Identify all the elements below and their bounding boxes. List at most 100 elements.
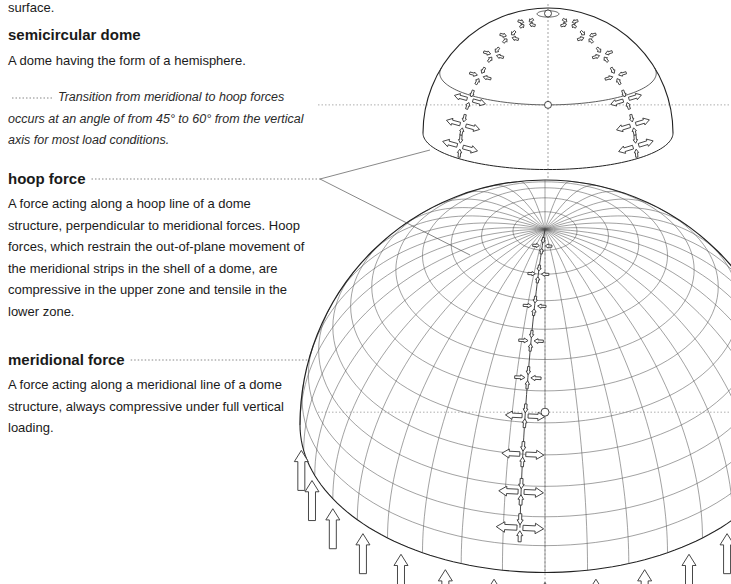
force-arrow xyxy=(634,149,638,157)
force-arrow xyxy=(523,523,544,533)
force-arrow xyxy=(605,51,612,55)
force-arrow xyxy=(528,344,532,352)
force-arrow xyxy=(630,114,634,122)
definition-text: A force acting along a meridional line o… xyxy=(8,374,293,439)
leader-line xyxy=(320,179,470,255)
force-arrow xyxy=(487,579,501,584)
force-arrow xyxy=(572,24,577,28)
hoop-line xyxy=(372,208,718,391)
force-arrow xyxy=(458,135,462,143)
force-arrow xyxy=(592,54,599,58)
meridian-line xyxy=(545,229,629,563)
lower-dome xyxy=(294,180,731,584)
force-arrow xyxy=(462,145,477,153)
crown-ring xyxy=(537,11,559,17)
force-arrow xyxy=(619,72,627,76)
meridian-line xyxy=(545,191,625,229)
force-arrow xyxy=(447,118,461,125)
node-circle xyxy=(545,101,552,108)
force-arrow xyxy=(538,582,552,584)
force-arrow xyxy=(483,51,490,55)
force-arrow xyxy=(626,103,630,110)
force-arrow xyxy=(561,23,567,27)
force-arrow xyxy=(622,90,626,97)
force-arrow xyxy=(523,303,531,307)
force-arrow xyxy=(462,114,466,122)
force-arrow xyxy=(638,139,653,147)
force-arrow xyxy=(535,277,539,283)
force-arrow xyxy=(530,23,536,27)
leader-line xyxy=(131,360,309,361)
meridian-line xyxy=(402,208,545,230)
force-arrow xyxy=(517,514,523,525)
meridian-line xyxy=(423,229,546,552)
force-arrow xyxy=(539,249,543,254)
force-arrow xyxy=(495,47,500,52)
force-arrow xyxy=(617,124,631,132)
force-arrow xyxy=(526,450,544,459)
force-arrow xyxy=(531,375,541,380)
note-text: Transition from meridional to hoop force… xyxy=(8,87,308,152)
force-arrow xyxy=(515,375,525,380)
leader-line xyxy=(92,179,321,180)
force-arrow xyxy=(519,478,525,488)
force-arrow xyxy=(521,442,526,452)
force-arrow xyxy=(617,79,622,85)
force-arrow xyxy=(460,128,464,136)
meridian-line xyxy=(368,216,545,255)
hoop-line xyxy=(351,238,731,423)
term-heading: hoop force xyxy=(8,170,86,188)
transition-line xyxy=(318,104,731,105)
hoop-line xyxy=(319,308,731,487)
meridian-line xyxy=(545,229,731,475)
force-arrow xyxy=(628,93,641,100)
force-arrow xyxy=(518,20,524,24)
force-arrow xyxy=(604,57,609,62)
meridian-line xyxy=(545,229,668,552)
force-arrow xyxy=(517,531,523,542)
meridian-line xyxy=(315,229,545,475)
force-arrow xyxy=(523,404,528,413)
force-arrow xyxy=(619,145,634,153)
force-arrow xyxy=(457,149,461,157)
force-arrow xyxy=(465,124,479,131)
force-arrow xyxy=(611,99,624,106)
force-arrow xyxy=(502,39,507,43)
force-arrow xyxy=(438,570,452,584)
force-arrow xyxy=(532,309,536,316)
hoop-line xyxy=(423,182,668,329)
force-arrow xyxy=(720,534,731,574)
force-arrow xyxy=(502,449,520,458)
force-arrow xyxy=(470,90,474,97)
force-arrow xyxy=(326,509,340,549)
cut-off-text: surface. xyxy=(8,0,208,19)
force-arrow xyxy=(596,47,601,52)
meridian-line xyxy=(545,229,588,570)
meridian-line xyxy=(545,223,731,298)
term-heading: meridional force xyxy=(8,351,125,369)
meridian-line xyxy=(545,185,597,229)
force-arrow xyxy=(466,103,470,110)
force-arrow xyxy=(533,296,537,303)
force-arrow xyxy=(590,33,597,37)
force-arrow xyxy=(528,271,536,275)
term-heading: semicircular dome xyxy=(8,26,141,44)
force-arrow xyxy=(443,139,458,147)
meridian-line xyxy=(545,229,546,572)
meridian-line xyxy=(545,180,546,229)
force-arrow xyxy=(589,39,594,43)
meridian-line xyxy=(435,199,545,229)
force-arrow xyxy=(483,76,491,80)
definition-text: A dome having the form of a hemisphere. xyxy=(8,50,308,72)
force-arrow xyxy=(632,128,636,136)
force-arrow xyxy=(526,367,530,375)
force-arrow xyxy=(537,265,541,271)
force-arrow xyxy=(356,534,370,574)
force-arrow xyxy=(525,381,529,389)
force-arrow xyxy=(638,570,652,584)
force-arrow xyxy=(500,33,507,37)
force-arrow xyxy=(589,579,603,584)
force-arrow xyxy=(682,554,696,584)
leader-line xyxy=(320,150,430,179)
meridian-line xyxy=(502,229,545,570)
